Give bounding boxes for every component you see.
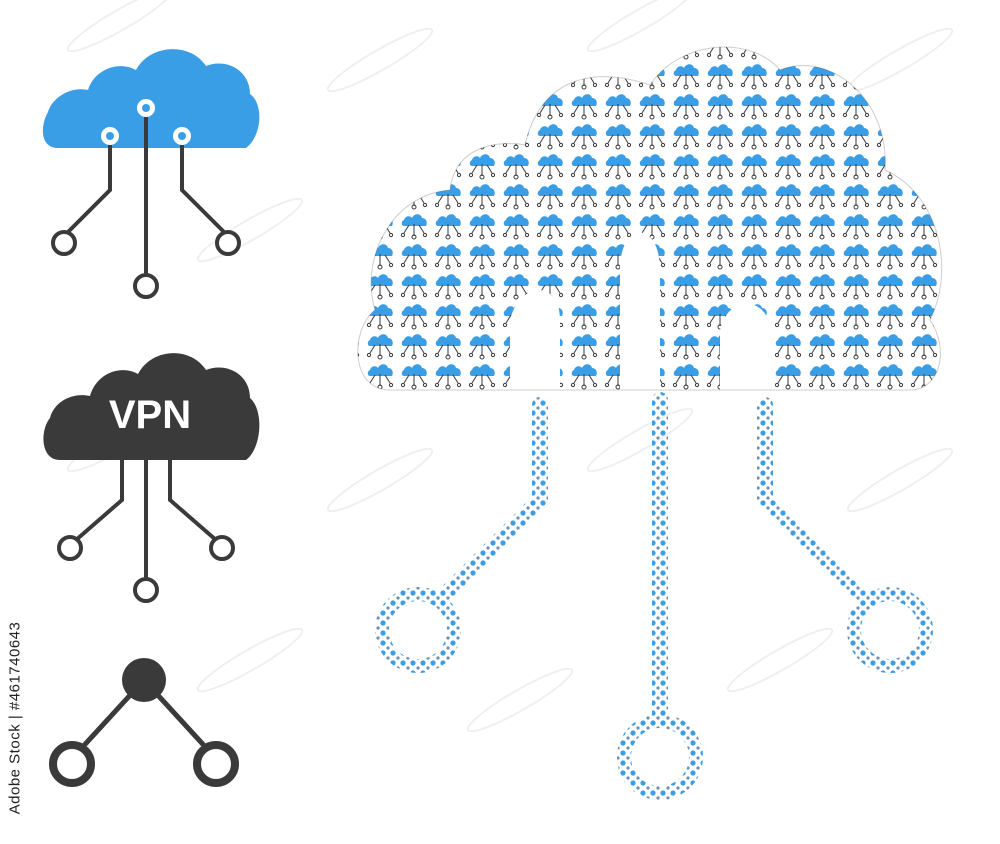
vpn-label: VPN bbox=[109, 393, 191, 437]
share-nodes-icon bbox=[40, 640, 260, 800]
vpn-cloud-icon: VPN bbox=[40, 340, 260, 610]
cloud-network-icon bbox=[40, 40, 260, 310]
stock-id-label: Adobe Stock | #461740643 bbox=[6, 621, 24, 815]
cloud-network-mosaic-icon bbox=[330, 30, 970, 810]
stock-id-label-wrap: Adobe Stock | #461740643 bbox=[0, 603, 30, 833]
